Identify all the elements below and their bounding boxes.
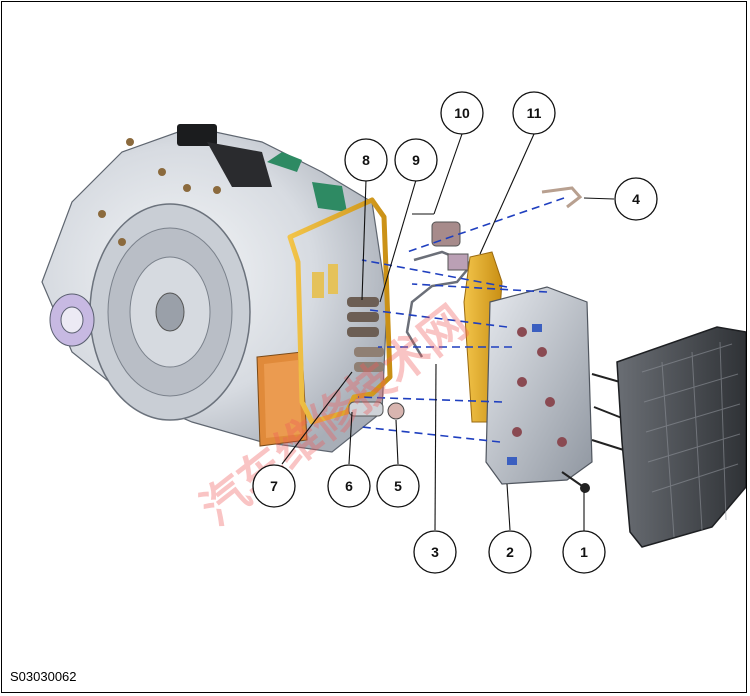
bracket bbox=[541, 186, 583, 209]
svg-text:10: 10 bbox=[454, 105, 470, 121]
alignment-lines bbox=[357, 197, 565, 443]
callout-11: 11 bbox=[512, 91, 556, 135]
callout-10: 10 bbox=[440, 91, 484, 135]
callout-7: 7 bbox=[252, 464, 296, 508]
callout-3: 3 bbox=[413, 530, 457, 574]
valve-body bbox=[485, 286, 593, 485]
svg-text:7: 7 bbox=[270, 478, 278, 494]
callout-5: 5 bbox=[376, 464, 420, 508]
svg-text:9: 9 bbox=[412, 152, 420, 168]
svg-text:6: 6 bbox=[345, 478, 353, 494]
callout-6: 6 bbox=[327, 464, 371, 508]
svg-text:11: 11 bbox=[527, 105, 542, 121]
filter bbox=[348, 401, 405, 420]
svg-text:5: 5 bbox=[394, 478, 402, 494]
gasket bbox=[287, 197, 393, 425]
oil-pan bbox=[616, 326, 746, 548]
callout-8: 8 bbox=[344, 138, 388, 182]
callout-leaders bbox=[281, 133, 615, 532]
callout-9: 9 bbox=[394, 138, 438, 182]
figure-code: S03030062 bbox=[10, 669, 77, 684]
svg-text:3: 3 bbox=[431, 544, 439, 560]
oil-cooler bbox=[256, 351, 308, 447]
callout-1: 1 bbox=[562, 530, 606, 574]
svg-text:1: 1 bbox=[580, 544, 588, 560]
svg-text:2: 2 bbox=[506, 544, 514, 560]
svg-text:8: 8 bbox=[362, 152, 370, 168]
callout-2: 2 bbox=[488, 530, 532, 574]
svg-text:4: 4 bbox=[632, 191, 640, 207]
solenoid-group bbox=[347, 297, 384, 372]
callout-4: 4 bbox=[614, 177, 658, 221]
transmission-housing bbox=[41, 124, 388, 453]
wiring-harness bbox=[405, 221, 475, 358]
